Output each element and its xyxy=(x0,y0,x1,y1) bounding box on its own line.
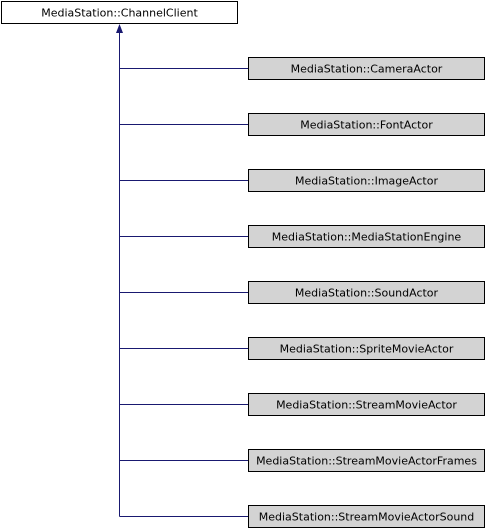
derived-class-node[interactable]: MediaStation::MediaStationEngine xyxy=(248,225,485,248)
derived-class-label: MediaStation::CameraActor xyxy=(291,63,443,76)
derived-class-node[interactable]: MediaStation::FontActor xyxy=(248,113,485,136)
derived-class-label: MediaStation::StreamMovieActorFrames xyxy=(256,455,477,468)
derived-class-node[interactable]: MediaStation::StreamMovieActorSound xyxy=(248,505,485,528)
derived-class-box xyxy=(248,337,485,360)
derived-class-label: MediaStation::ImageActor xyxy=(295,175,438,188)
derived-class-label: MediaStation::SpriteMovieActor xyxy=(280,343,454,356)
derived-class-label: MediaStation::FontActor xyxy=(300,119,433,132)
inheritance-arrowhead xyxy=(116,24,123,33)
derived-class-node[interactable]: MediaStation::StreamMovieActorFrames xyxy=(248,449,485,472)
derived-class-box xyxy=(248,449,485,472)
derived-class-box xyxy=(248,169,485,192)
inheritance-edges xyxy=(119,33,249,517)
derived-class-box xyxy=(248,281,485,304)
derived-class-node[interactable]: MediaStation::ImageActor xyxy=(248,169,485,192)
derived-class-label: MediaStation::StreamMovieActor xyxy=(276,399,457,412)
derived-class-label: MediaStation::MediaStationEngine xyxy=(272,231,462,244)
derived-class-label: MediaStation::StreamMovieActorSound xyxy=(259,511,475,524)
derived-class-node[interactable]: MediaStation::SoundActor xyxy=(248,281,485,304)
derived-class-box xyxy=(248,113,485,136)
derived-class-node[interactable]: MediaStation::CameraActor xyxy=(248,57,485,80)
derived-class-node[interactable]: MediaStation::StreamMovieActor xyxy=(248,393,485,416)
derived-class-node[interactable]: MediaStation::SpriteMovieActor xyxy=(248,337,485,360)
derived-class-box xyxy=(248,393,485,416)
base-class-box xyxy=(1,1,238,24)
base-class-node[interactable]: MediaStation::ChannelClient xyxy=(1,1,238,24)
derived-class-box xyxy=(248,57,485,80)
derived-class-box xyxy=(248,225,485,248)
base-class-label: MediaStation::ChannelClient xyxy=(41,7,198,20)
derived-class-label: MediaStation::SoundActor xyxy=(295,287,439,300)
derived-class-list: MediaStation::CameraActorMediaStation::F… xyxy=(248,57,485,528)
